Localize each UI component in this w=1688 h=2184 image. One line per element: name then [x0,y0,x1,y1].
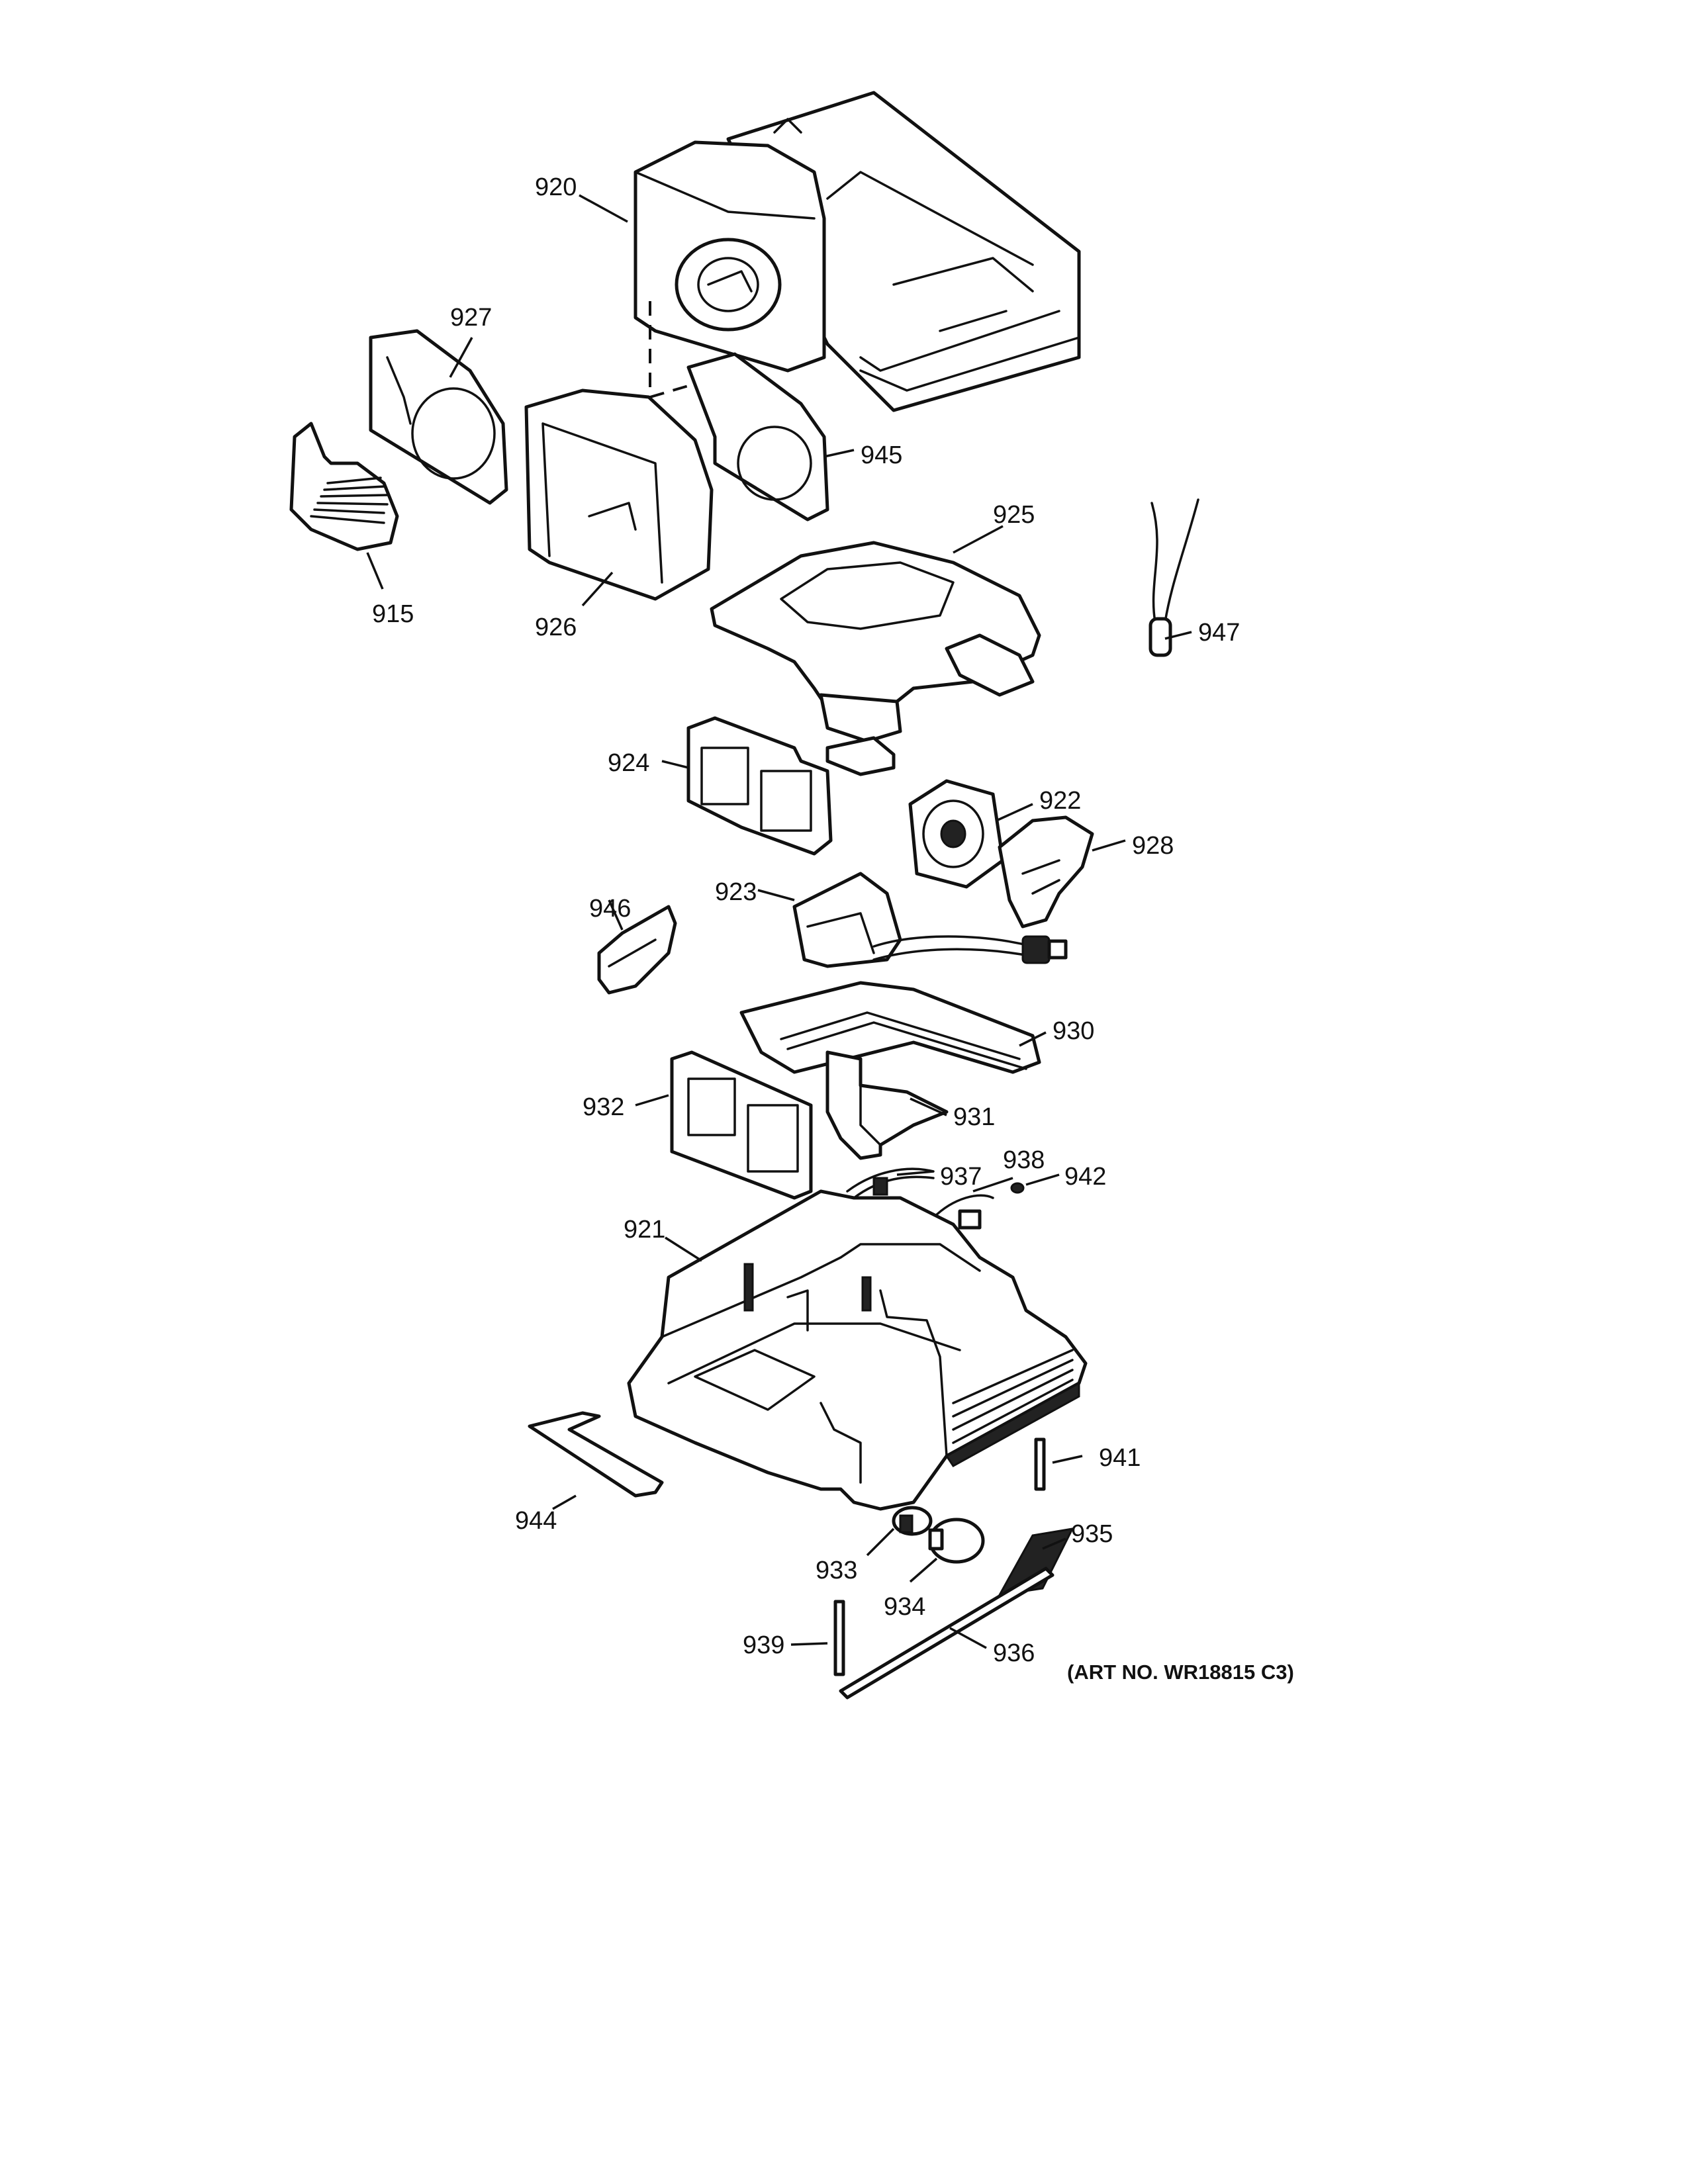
callout-931: 931 [953,1103,995,1131]
callout-946: 946 [589,895,631,923]
callout-941: 941 [1099,1444,1141,1472]
callout-947: 947 [1198,619,1240,647]
callout-927: 927 [450,304,492,332]
callout-934: 934 [884,1593,925,1621]
part-946-cover [597,905,677,995]
part-941-strip [1034,1437,1046,1491]
part-933-lamp-socket [892,1506,933,1536]
callout-921: 921 [624,1216,665,1244]
callout-937: 937 [940,1163,982,1191]
part-920-housing [633,91,1081,412]
part-925-plate [710,541,1041,776]
callout-938: 938 [1003,1146,1045,1174]
part-942-connector [1010,1182,1025,1194]
part-922-fan [908,779,1005,889]
part-923-housing [792,872,1068,968]
part-924-damper [686,716,833,856]
callout-923: 923 [715,878,757,906]
part-926-duct [524,388,714,601]
part-928-bracket [998,815,1094,929]
callout-944: 944 [515,1507,557,1535]
part-937-wire-harness [846,1167,935,1199]
part-939-post [833,1600,845,1676]
part-927-gasket [369,329,508,505]
part-945-gasket [686,352,829,522]
part-938-terminal [932,1194,994,1230]
leader-lines [366,194,1192,1649]
callout-922: 922 [1039,787,1081,815]
art-number: (ART NO. WR18815 C3) [1067,1661,1294,1684]
part-944-strip [528,1411,664,1498]
part-932-frame [670,1050,813,1200]
callout-942: 942 [1064,1163,1106,1191]
part-934-bulb [928,1518,985,1564]
callout-932: 932 [583,1093,624,1121]
part-947-thermistor [1149,498,1199,657]
callout-936: 936 [993,1639,1035,1667]
callout-928: 928 [1132,832,1174,860]
part-921-case [627,1189,1088,1511]
part-930-heater [739,981,1041,1074]
callout-924: 924 [608,749,649,777]
callout-926: 926 [535,614,577,641]
callout-945: 945 [861,441,902,469]
callout-939: 939 [743,1631,784,1659]
callout-925: 925 [993,501,1035,529]
callout-933: 933 [816,1557,857,1584]
alignment-line [649,383,696,398]
callout-930: 930 [1053,1017,1094,1045]
part-936-trim [839,1567,1055,1700]
callout-915: 915 [372,600,414,628]
part-931-deflector [825,1050,949,1160]
callout-935: 935 [1071,1520,1113,1548]
part-915-fan-guard [289,422,399,551]
callout-labels: 920 927 945 925 915 926 947 924 922 928 … [372,173,1240,1667]
callout-920: 920 [535,173,577,201]
